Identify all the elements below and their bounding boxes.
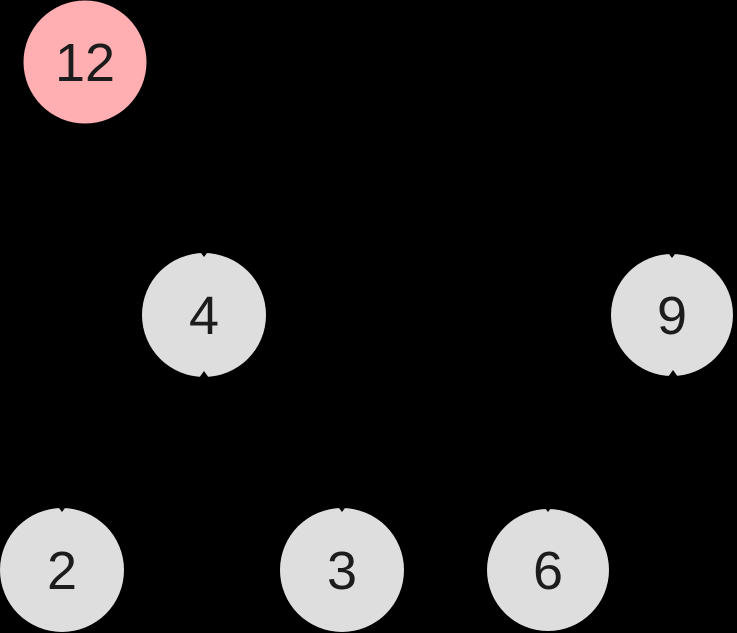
node-circle-4[interactable] <box>142 253 266 377</box>
node-circle-3[interactable] <box>280 508 404 632</box>
node-label-4: 4 <box>189 286 219 346</box>
tree-edge-12-9 <box>84 61 673 316</box>
tree-node-3[interactable]: 3 <box>280 508 404 632</box>
node-label-9: 9 <box>657 286 687 346</box>
node-label-6: 6 <box>533 541 563 601</box>
tree-node-4[interactable]: 4 <box>142 253 266 377</box>
node-label-12: 12 <box>55 33 115 93</box>
node-label-3: 3 <box>327 541 357 601</box>
node-circle-12[interactable] <box>23 0 147 124</box>
edge-arrowhead <box>59 508 65 512</box>
edge-arrowhead <box>545 508 551 512</box>
tree-node-6[interactable]: 6 <box>487 509 609 631</box>
node-circle-2[interactable] <box>0 508 124 632</box>
node-circle-9[interactable] <box>611 254 733 376</box>
node-label-2: 2 <box>47 541 77 601</box>
edge-arrowhead <box>668 370 678 377</box>
edge-arrowhead <box>201 253 207 257</box>
edge-arrowhead <box>669 254 675 258</box>
node-circle-6[interactable] <box>487 509 609 631</box>
tree-node-9[interactable]: 9 <box>611 254 733 376</box>
edge-arrowhead <box>339 508 345 512</box>
tree-node-12-highlighted[interactable]: 12 <box>23 0 147 124</box>
tree-node-2[interactable]: 2 <box>0 508 124 632</box>
edge-arrowhead <box>199 371 209 378</box>
